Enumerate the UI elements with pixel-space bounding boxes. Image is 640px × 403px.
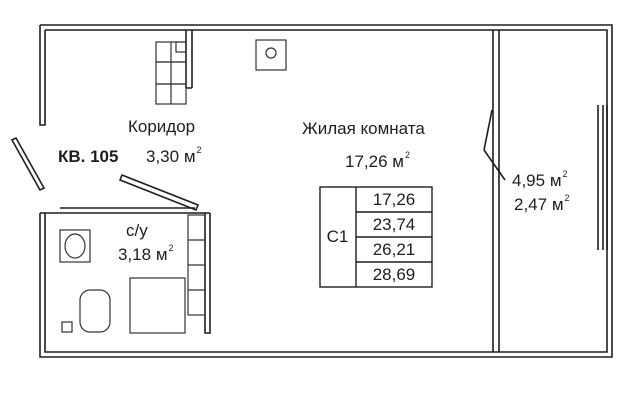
living-area-sup: 2 [404,150,410,160]
balcony-area-reduced-unit: м [551,195,564,214]
balcony-door-leaf [483,109,493,151]
bathroom-area: 3,18 м2 [118,243,174,264]
bathroom-area-sup: 2 [168,243,174,253]
balcony-area: 4,95 м2 [512,169,568,190]
bathroom-name: с/у [126,221,148,240]
spec-value-1: 17,26 [372,189,416,209]
balcony-area-unit: м [549,171,562,190]
living-area-unit: м [392,152,404,171]
corridor-area: 3,30 м2 [146,145,202,166]
spec-value-3: 26,21 [372,239,416,259]
hob [255,39,287,71]
left-wall-top [39,25,46,126]
spec-code: С1 [326,227,349,246]
bathroom-door-leaf [118,173,200,212]
bathroom-area-value: 3,18 [118,245,152,264]
shower [129,277,186,334]
inner-wall-line [44,29,608,353]
balcony-area-reduced: 2,47 м2 [514,193,570,214]
corridor-name: Коридор [128,117,196,136]
corridor-area-value: 3,30 [146,147,180,166]
bathroom-area-unit: м [155,245,168,264]
apartment-label: КВ. 105 [58,147,119,166]
balcony-area-reduced-sup: 2 [564,193,570,203]
balcony-area-sup: 2 [562,169,568,179]
spec-value-4: 28,69 [372,264,416,284]
spec-value-2: 23,74 [372,214,416,234]
outer-wall [39,24,613,358]
toilet [79,289,111,333]
balcony-area-value: 4,95 [512,171,546,190]
balcony-door-leaf-2 [483,149,506,181]
living-name: Жилая комната [302,119,425,138]
bathroom-fixtures [59,214,206,334]
spec-table-frame [319,186,433,288]
sink [59,229,91,263]
riser [61,321,73,333]
balcony-window [597,105,608,250]
corridor-area-unit: м [183,147,196,166]
living-area-value: 17,26 [345,152,388,171]
entrance-door-leaf [10,136,46,192]
living-area: 17,26 м2 [345,150,410,171]
corridor-area-sup: 2 [196,145,202,155]
spec-table: С1 17,26 23,74 26,21 28,69 [320,187,432,287]
wardrobe [155,41,187,105]
balcony-area-reduced-value: 2,47 [514,195,548,214]
partition-balcony [492,30,500,352]
bathroom-wall-top [60,207,210,214]
partition-corridor-living [185,30,193,89]
bathroom-wall-right [204,213,211,334]
